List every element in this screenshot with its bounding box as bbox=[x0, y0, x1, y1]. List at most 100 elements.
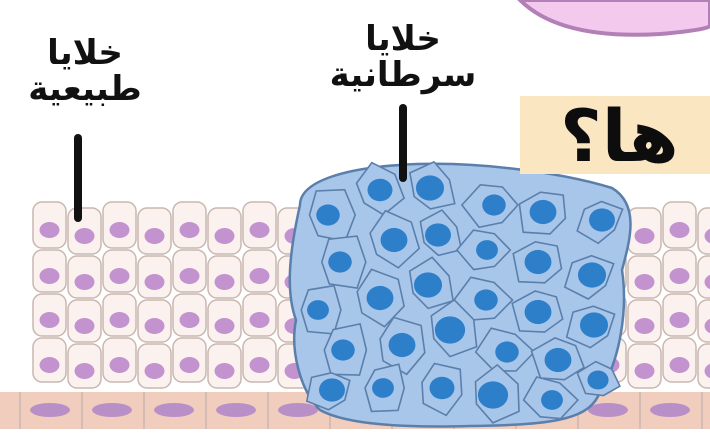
normal-cell-nucleus bbox=[250, 222, 270, 238]
cancer-cell-icon bbox=[301, 286, 341, 334]
cancer-cell-nucleus bbox=[530, 200, 557, 224]
normal-cell-nucleus bbox=[75, 274, 95, 290]
speech-bubble-icon bbox=[520, 0, 710, 35]
cancer-cell-nucleus bbox=[414, 272, 442, 297]
basal-nucleus bbox=[154, 403, 194, 417]
normal-cell-icon bbox=[663, 294, 696, 336]
cancer-cell-nucleus bbox=[476, 240, 498, 260]
normal-cell-nucleus bbox=[250, 357, 270, 373]
normal-cell-nucleus bbox=[145, 363, 165, 379]
cancer-cell-nucleus bbox=[587, 370, 608, 389]
normal-cell-icon bbox=[208, 208, 241, 254]
normal-cell-nucleus bbox=[40, 268, 60, 284]
cancer-cell-nucleus bbox=[578, 262, 606, 287]
normal-cell-icon bbox=[173, 294, 206, 336]
cancer-cell-nucleus bbox=[474, 289, 498, 310]
normal-cell-icon bbox=[243, 202, 276, 248]
cancer-cell-nucleus bbox=[435, 316, 465, 343]
normal-cell-icon bbox=[208, 256, 241, 298]
normal-cell-icon bbox=[628, 208, 661, 254]
normal-cell-nucleus bbox=[215, 318, 235, 334]
normal-cell-nucleus bbox=[75, 363, 95, 379]
normal-cell-nucleus bbox=[670, 357, 690, 373]
cancer-cell-nucleus bbox=[430, 377, 455, 399]
normal-cells-label-line2: طبيعية bbox=[10, 72, 160, 108]
normal-cell-icon bbox=[663, 202, 696, 248]
normal-cell-icon bbox=[243, 294, 276, 336]
normal-cell-icon bbox=[33, 202, 66, 248]
normal-cell-nucleus bbox=[180, 312, 200, 328]
cancer-cells-label: خلايا سرطانية bbox=[318, 22, 488, 93]
normal-cell-icon bbox=[173, 338, 206, 382]
cancer-cell-nucleus bbox=[416, 175, 444, 200]
normal-cell-icon bbox=[103, 202, 136, 248]
normal-cell-nucleus bbox=[670, 312, 690, 328]
normal-cell-icon bbox=[698, 344, 710, 388]
cancer-cell-nucleus bbox=[389, 333, 416, 357]
cancer-cell-nucleus bbox=[525, 250, 552, 274]
normal-cell-nucleus bbox=[215, 228, 235, 244]
normal-cell-icon bbox=[103, 250, 136, 292]
normal-cell-nucleus bbox=[110, 357, 130, 373]
normal-cell-icon bbox=[33, 250, 66, 292]
normal-cell-icon bbox=[698, 300, 710, 342]
normal-cell-nucleus bbox=[670, 222, 690, 238]
question-banner-text: ها؟ bbox=[560, 88, 710, 184]
normal-cell-nucleus bbox=[145, 318, 165, 334]
normal-cell-nucleus bbox=[635, 274, 655, 290]
normal-cell-nucleus bbox=[40, 357, 60, 373]
cancer-cell-nucleus bbox=[425, 223, 451, 246]
cancer-cells-label-line2: سرطانية bbox=[318, 58, 488, 94]
normal-cell-nucleus bbox=[250, 312, 270, 328]
basal-nucleus bbox=[650, 403, 690, 417]
normal-cell-icon bbox=[698, 256, 710, 298]
normal-cell-icon bbox=[33, 338, 66, 382]
normal-cell-icon bbox=[68, 344, 101, 388]
normal-cell-nucleus bbox=[110, 268, 130, 284]
normal-cell-icon bbox=[243, 250, 276, 292]
cancer-cell-nucleus bbox=[545, 348, 572, 372]
normal-cell-nucleus bbox=[670, 268, 690, 284]
normal-cell-icon bbox=[243, 338, 276, 382]
cancer-cell-nucleus bbox=[381, 228, 408, 252]
normal-cell-icon bbox=[68, 256, 101, 298]
normal-cell-icon bbox=[173, 202, 206, 248]
normal-cell-icon bbox=[208, 300, 241, 342]
cancer-cell-nucleus bbox=[331, 339, 355, 360]
normal-cell-icon bbox=[68, 208, 101, 254]
normal-cell-nucleus bbox=[635, 228, 655, 244]
normal-cell-icon bbox=[663, 338, 696, 382]
normal-cell-nucleus bbox=[40, 312, 60, 328]
normal-cell-icon bbox=[698, 208, 710, 254]
normal-cell-nucleus bbox=[250, 268, 270, 284]
normal-cell-nucleus bbox=[110, 312, 130, 328]
normal-cell-icon bbox=[628, 344, 661, 388]
basal-nucleus bbox=[588, 403, 628, 417]
normal-cell-nucleus bbox=[145, 228, 165, 244]
normal-cell-icon bbox=[103, 294, 136, 336]
cancer-cell-cluster bbox=[290, 162, 631, 427]
normal-cell-nucleus bbox=[40, 222, 60, 238]
normal-cell-nucleus bbox=[180, 222, 200, 238]
normal-cell-nucleus bbox=[110, 222, 130, 238]
normal-cell-icon bbox=[138, 300, 171, 342]
normal-cell-nucleus bbox=[180, 357, 200, 373]
normal-cell-nucleus bbox=[215, 274, 235, 290]
cancer-cell-nucleus bbox=[328, 251, 352, 272]
normal-cell-nucleus bbox=[215, 363, 235, 379]
normal-cell-icon bbox=[103, 338, 136, 382]
cancer-cell-nucleus bbox=[316, 204, 340, 225]
normal-cell-icon bbox=[33, 294, 66, 336]
cancer-cell-icon bbox=[322, 236, 366, 288]
normal-cell-icon bbox=[628, 256, 661, 298]
normal-cell-nucleus bbox=[145, 274, 165, 290]
normal-cell-nucleus bbox=[75, 318, 95, 334]
normal-cells-label: خلايا طبيعية bbox=[10, 36, 160, 107]
cancer-cell-nucleus bbox=[368, 179, 393, 201]
normal-cell-icon bbox=[173, 250, 206, 292]
normal-cell-nucleus bbox=[180, 268, 200, 284]
cancer-cell-nucleus bbox=[307, 300, 329, 320]
normal-cells-label-line1: خلايا bbox=[10, 36, 160, 72]
basal-nucleus bbox=[30, 403, 70, 417]
